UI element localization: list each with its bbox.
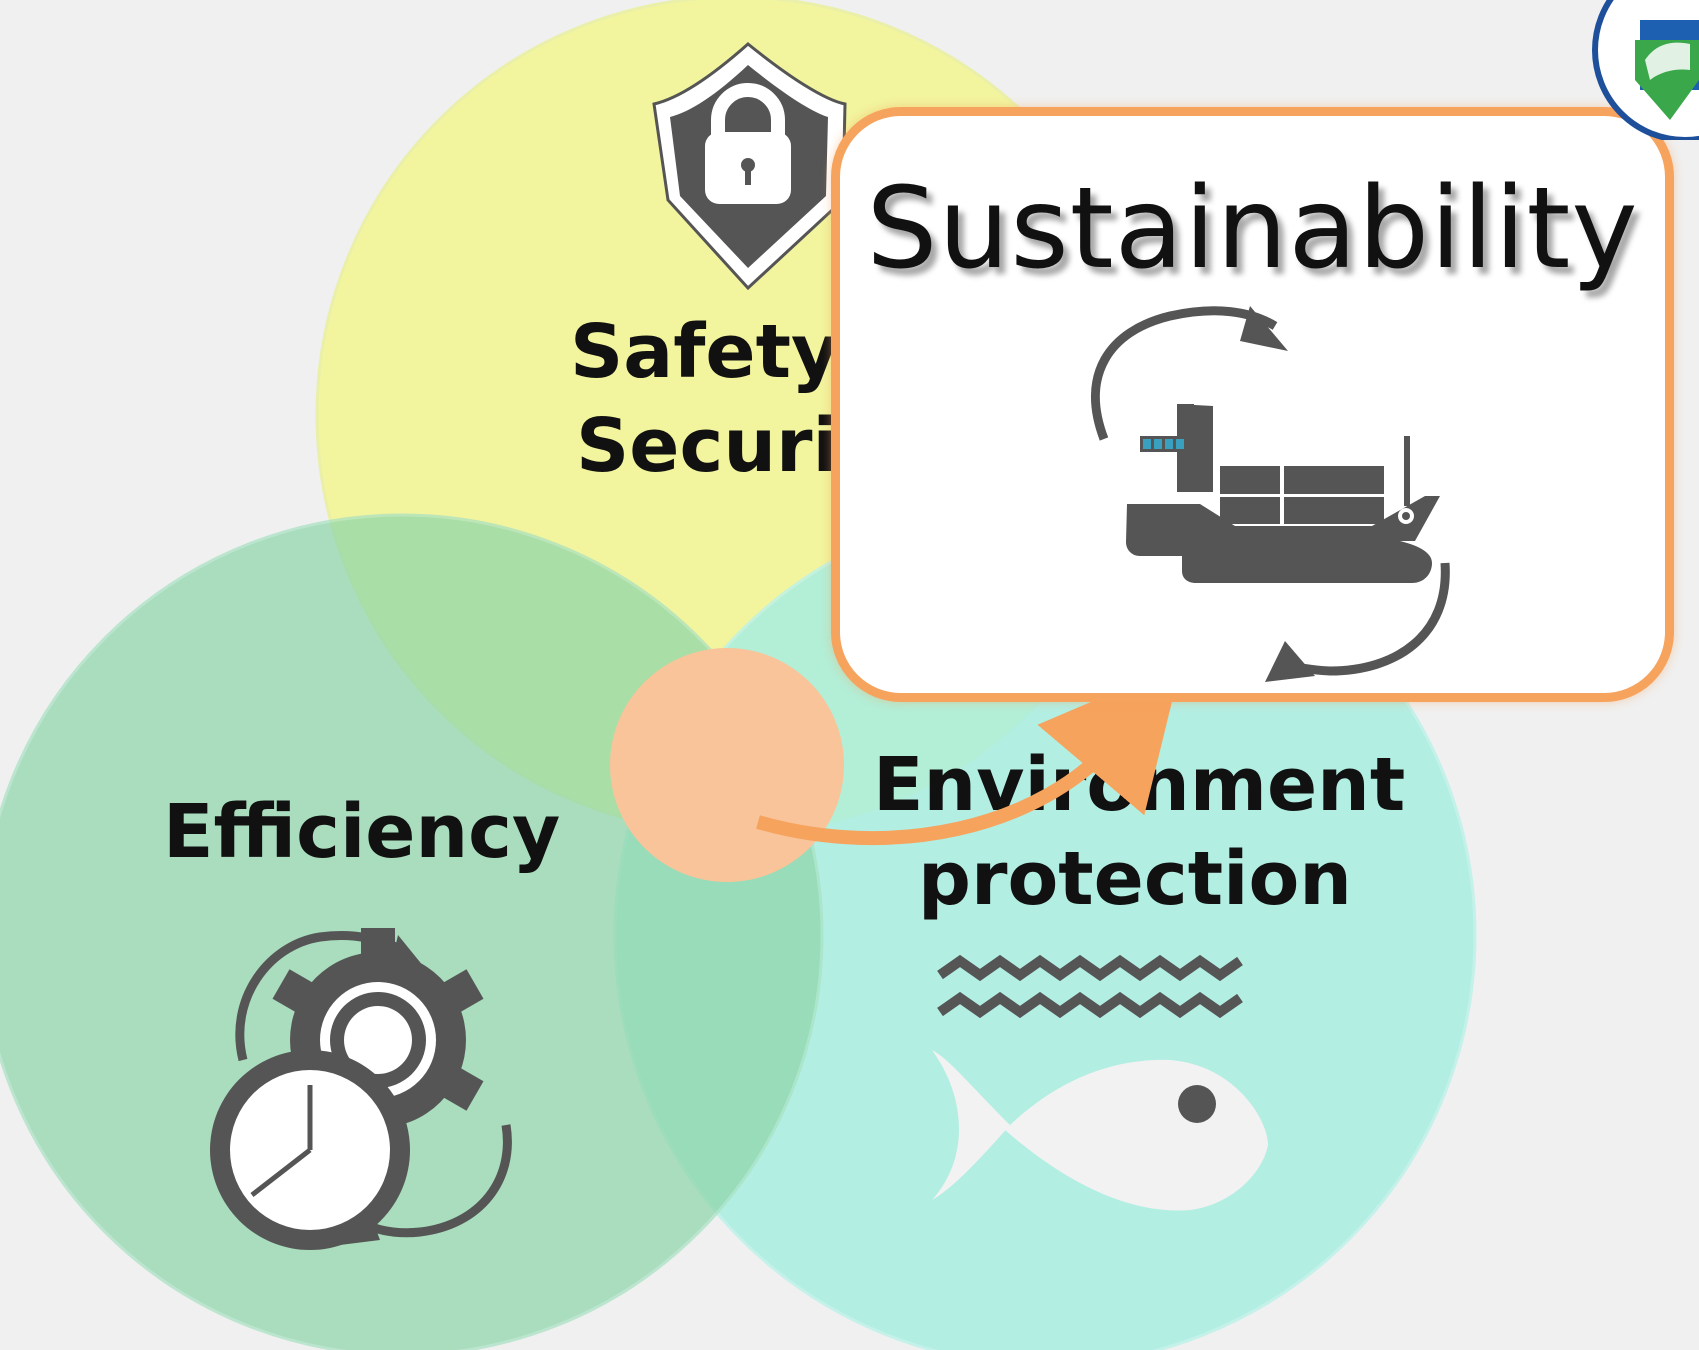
- ship-cycle-icon: [1091, 306, 1450, 682]
- gear-clock-icon: [210, 928, 512, 1250]
- shield-lock-icon: [652, 42, 847, 291]
- center-dot: [610, 648, 844, 882]
- fish-icon: [932, 1050, 1268, 1211]
- arrow-to-sustainability: [756, 663, 1182, 846]
- efficiency-label: Efficiency: [163, 789, 560, 875]
- efficiency-circle: [0, 513, 824, 1350]
- environment-label-line1: Environment: [873, 742, 1405, 828]
- environment-label-line2: protection: [918, 836, 1352, 922]
- logo-icon: [1592, 0, 1699, 140]
- sustainability-callout: Sustainability: [831, 107, 1674, 702]
- waves-icon: [937, 954, 1243, 1019]
- sustainability-title: Sustainability: [866, 164, 1639, 294]
